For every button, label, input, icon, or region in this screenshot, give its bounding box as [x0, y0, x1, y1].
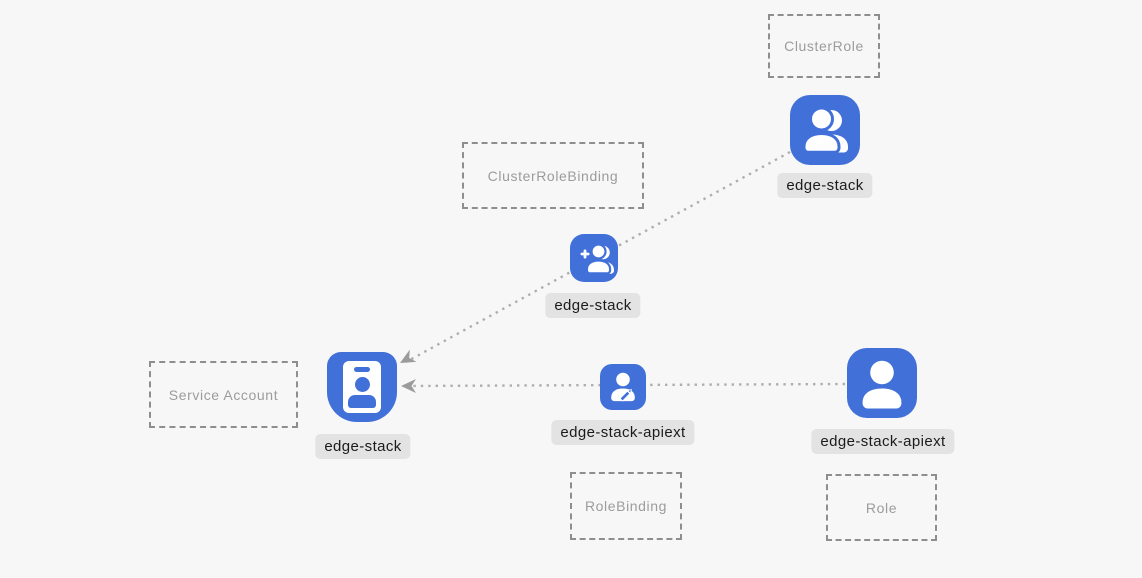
node-cluster-role[interactable]: [790, 95, 860, 165]
node-role-binding[interactable]: [600, 364, 646, 410]
type-box-label: Role: [865, 499, 898, 516]
node-cluster-role-binding[interactable]: [570, 234, 618, 282]
type-box-label: RoleBinding: [584, 498, 668, 514]
type-box-role-binding: RoleBinding: [570, 472, 682, 540]
type-box-cluster-role-binding: ClusterRoleBinding: [462, 142, 644, 209]
node-role[interactable]: [847, 348, 917, 418]
node-name-badge: edge-stack: [777, 173, 873, 198]
node-name-badge: edge-stack-apiext: [551, 420, 695, 445]
type-box-label: Service Account: [168, 386, 279, 403]
arrowhead-icon: [401, 379, 416, 393]
node-name-badge: edge-stack: [545, 293, 641, 318]
node-service-account[interactable]: [327, 352, 397, 422]
type-box-label: ClusterRoleBinding: [487, 167, 619, 184]
node-name-badge: edge-stack: [315, 434, 411, 459]
type-box-label: ClusterRole: [784, 38, 864, 54]
id-badge-icon: [343, 361, 381, 413]
user-edit-icon: [611, 372, 635, 402]
users-icon: [802, 106, 848, 154]
type-box-service-account: Service Account: [149, 361, 298, 428]
user-icon: [862, 360, 902, 409]
type-box-role: Role: [826, 474, 937, 541]
type-box-cluster-role: ClusterRole: [768, 14, 880, 78]
user-plus-icon: [580, 243, 614, 275]
node-name-badge: edge-stack-apiext: [811, 429, 955, 454]
arrowhead-icon: [400, 349, 417, 363]
edge-clusterrole-to-serviceaccount: [405, 150, 791, 364]
